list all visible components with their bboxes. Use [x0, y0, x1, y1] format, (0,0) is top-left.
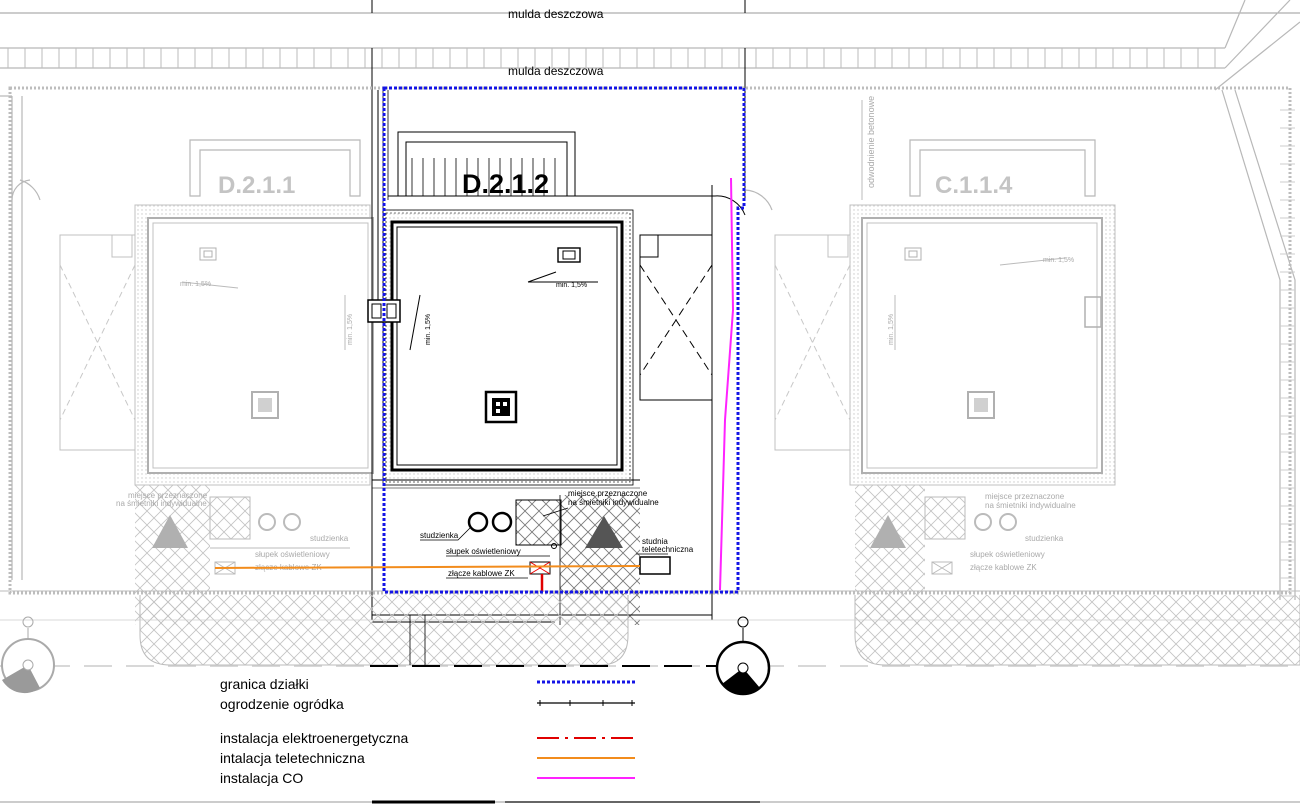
telecom-line — [214, 565, 641, 569]
building-center-id: D.2.1.2 — [462, 169, 549, 199]
building-left-slope-v: min. 1,5% — [347, 314, 354, 345]
plot-boundary — [382, 86, 746, 594]
center-studnia-label-2: teletechniczna — [642, 545, 694, 554]
right-zlacze-label: złącze kablowe ZK — [970, 563, 1037, 572]
left-studzienka-label: studzienka — [310, 534, 349, 543]
left-waste-label-1: miejsce przeznaczone — [128, 491, 208, 500]
building-center-slope-h: min. 1,5% — [556, 282, 587, 289]
lamp-center — [715, 616, 771, 696]
legend-label-granica: granica działki — [220, 676, 309, 692]
center-slupek-label: słupek oświetleniowy — [446, 547, 521, 556]
legend: granica działki ogrodzenie ogródka insta… — [220, 676, 635, 786]
building-left-id: D.2.1.1 — [218, 172, 295, 199]
legend-swatch-ogrodzenie — [537, 700, 635, 706]
building-right-id: C.1.1.4 — [935, 172, 1013, 199]
legend-label-tele: intalacja teletechniczna — [220, 750, 365, 766]
rain-ditch — [0, 0, 1300, 90]
building-left-slope-h: min. 1,5% — [180, 281, 211, 288]
mulda-label-mid: mulda deszczowa — [508, 64, 604, 78]
lamp-left — [1, 616, 55, 694]
legend-label-co: instalacja CO — [220, 770, 303, 786]
center-zlacze-label: złącze kablowe ZK — [448, 569, 515, 578]
building-right-slope-h: min. 1,5% — [1043, 257, 1074, 264]
building-center-slope-v: min. 1,5% — [425, 314, 432, 345]
right-waste-label-2: na śmietniki indywidualne — [985, 501, 1076, 510]
center-studzienka-label: studzienka — [420, 531, 459, 540]
building-right — [774, 139, 1116, 486]
left-slupek-label: słupek oświetleniowy — [255, 550, 330, 559]
building-right-slope-v: min. 1,5% — [888, 314, 895, 345]
right-slupek-label: słupek oświetleniowy — [970, 550, 1045, 559]
building-left — [59, 139, 374, 486]
center-waste-label-2: na śmietniki indywidualne — [568, 498, 659, 507]
legend-label-elektro: instalacja elektroenergetyczna — [220, 730, 409, 746]
center-studnia-label-1: studnia — [642, 537, 668, 546]
left-waste-label-2: na śmietniki indywidualne — [116, 499, 207, 508]
odwodnienie-label: odwodnienie betonowe — [866, 96, 876, 188]
right-slope — [1214, 21, 1300, 600]
center-waste-label-1: miejsce przeznaczone — [568, 489, 648, 498]
legend-label-ogrodzenie: ogrodzenie ogródka — [220, 696, 344, 712]
heating-line — [719, 177, 735, 591]
right-waste-label-1: miejsce przeznaczone — [985, 492, 1065, 501]
sidewalk — [0, 590, 1300, 667]
right-studzienka-label: studzienka — [1025, 534, 1064, 543]
mulda-label-top: mulda deszczowa — [508, 7, 604, 21]
